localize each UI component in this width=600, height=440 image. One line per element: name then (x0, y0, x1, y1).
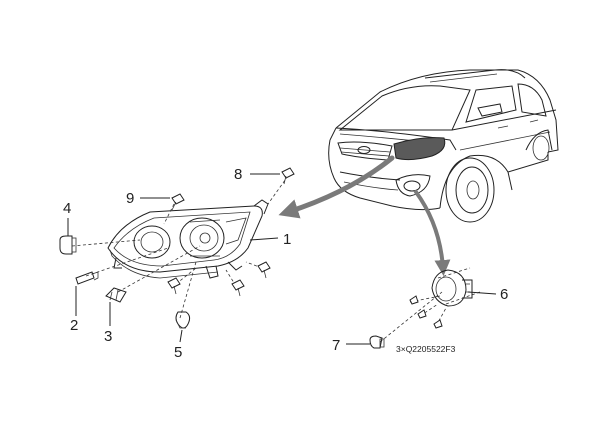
callout-4: 4 (63, 200, 71, 217)
callout-9: 9 (126, 190, 134, 207)
fog-lamp-screw-3 (433, 319, 443, 329)
turn-signal-bulb-socket (75, 271, 99, 285)
mounting-screw-top (171, 193, 185, 211)
callout-5: 5 (174, 344, 182, 361)
park-lamp-bulb (175, 311, 191, 329)
callout-2: 2 (70, 317, 78, 334)
foglamp-location-arrow (414, 190, 451, 276)
exploded-view-lines (71, 175, 481, 343)
fog-lamp-assembly (431, 269, 473, 307)
low-beam-bulb (105, 287, 127, 303)
headlamp-assembly (107, 199, 269, 279)
headlamp-location-arrow (278, 155, 395, 219)
fog-lamp-screw-2 (417, 309, 427, 319)
mounting-screw-upper (281, 167, 295, 185)
callout-1: 1 (283, 231, 291, 248)
callout-3: 3 (104, 328, 112, 345)
side-marker-bulb (59, 235, 77, 255)
fog-lamp-bulb (369, 335, 385, 349)
callout-leaders (67, 173, 497, 345)
callout-6: 6 (500, 286, 508, 303)
vehicle-headlamp-highlight (393, 137, 446, 161)
fog-lamp-screw-part-number: 3×Q2205522F3 (396, 344, 456, 354)
mounting-screw-lower-left (167, 277, 181, 295)
callout-8: 8 (234, 166, 242, 183)
mounting-screw-lower-right (231, 279, 245, 297)
vehicle-illustration (328, 69, 559, 223)
mounting-screw-rear (257, 261, 271, 279)
callout-7: 7 (332, 337, 340, 354)
fog-lamp-screw-1 (409, 295, 419, 305)
